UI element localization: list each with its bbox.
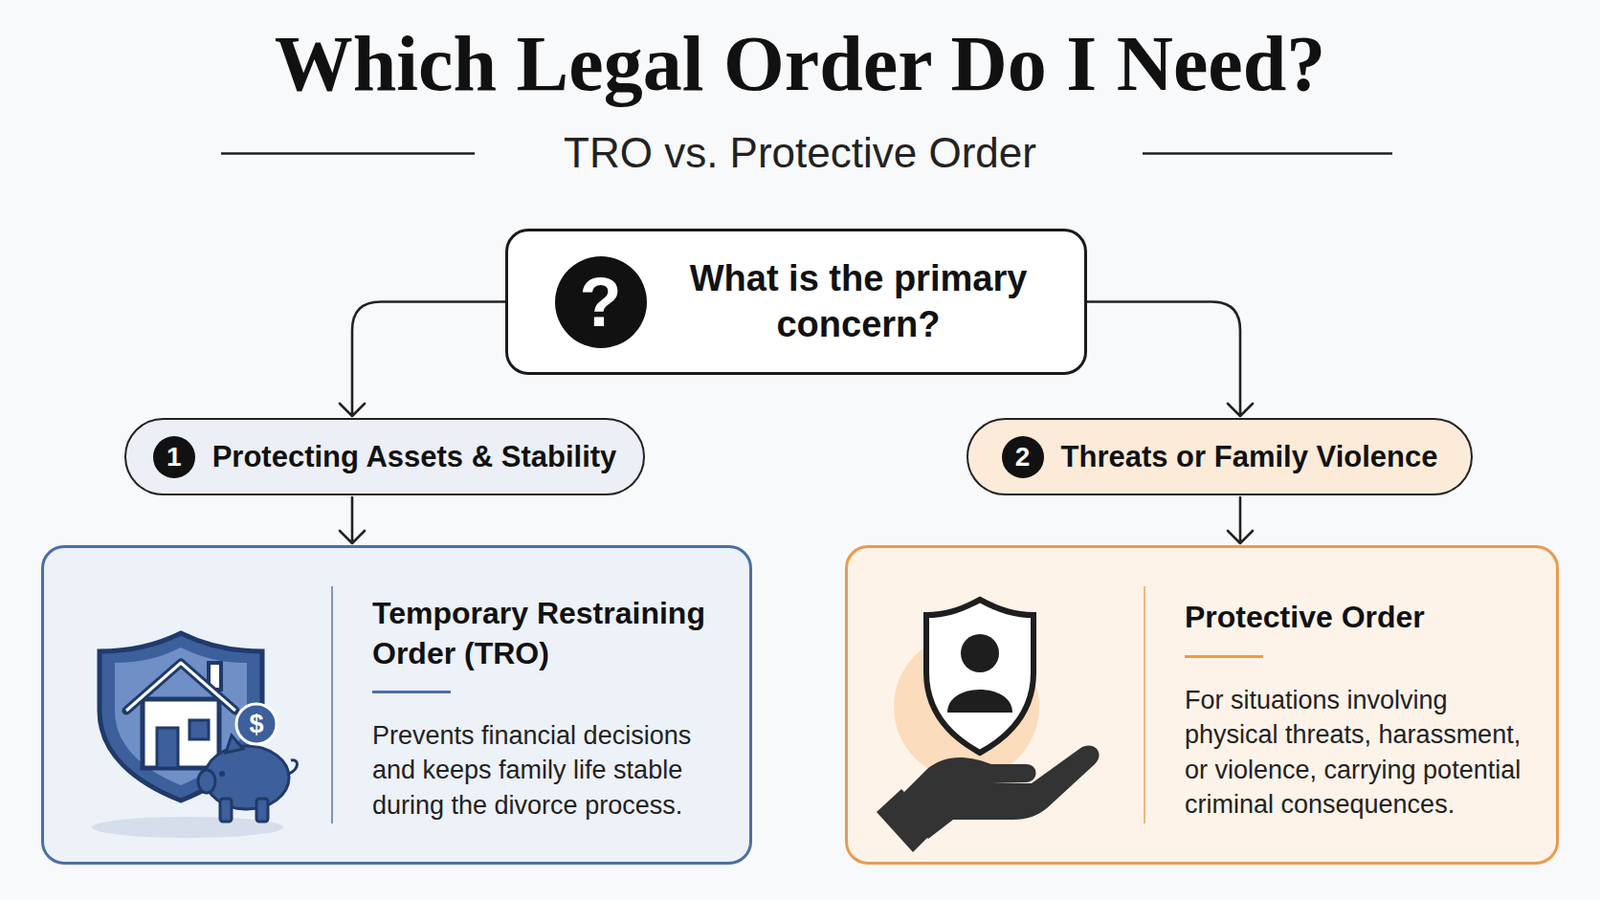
info-card: Protective OrderFor situations involving… bbox=[844, 545, 1559, 866]
house-savings-icon bbox=[44, 548, 332, 865]
info-card: Temporary Restraining Order (TRO) Prevent… bbox=[41, 545, 753, 866]
subtitle-rule bbox=[221, 152, 475, 156]
flow-arrow bbox=[1087, 302, 1253, 418]
callout-number: 2 bbox=[1001, 436, 1045, 479]
question-box: ? What is the primary concern? bbox=[505, 228, 1088, 376]
category-label: Protecting Assets & Stability bbox=[212, 439, 618, 475]
divider-line bbox=[1143, 586, 1146, 824]
question-text: What is the primary concern? bbox=[679, 256, 1039, 348]
subtitle-rule bbox=[1142, 152, 1393, 156]
callout-number: 1 bbox=[153, 436, 196, 479]
card-body: Prevents financial decisions and keeps f… bbox=[372, 718, 741, 823]
category-pill: 1 Protecting Assets & Stability bbox=[124, 418, 645, 496]
card-body: For situations involving physical threat… bbox=[1184, 683, 1547, 823]
category-label: Threats or Family Violence bbox=[1061, 439, 1439, 475]
card-title: Protective Order bbox=[1184, 598, 1547, 639]
diagram-title: Which Legal Order Do I Need? bbox=[0, 21, 1600, 108]
dollar-sign: $ bbox=[236, 704, 277, 745]
divider-line bbox=[331, 586, 334, 824]
title-underline bbox=[372, 690, 451, 694]
title-underline bbox=[1184, 655, 1264, 659]
flow-arrow bbox=[1227, 497, 1253, 544]
protected-person-icon bbox=[847, 548, 1135, 865]
card-title: Temporary Restraining Order (TRO) bbox=[372, 594, 741, 674]
question-symbol: ? bbox=[555, 256, 647, 349]
flow-arrow bbox=[339, 497, 365, 544]
category-pill: 2 Threats or Family Violence bbox=[966, 418, 1473, 496]
flow-arrow bbox=[339, 302, 506, 418]
subtitle: TRO vs. Protective Order bbox=[563, 128, 1037, 179]
